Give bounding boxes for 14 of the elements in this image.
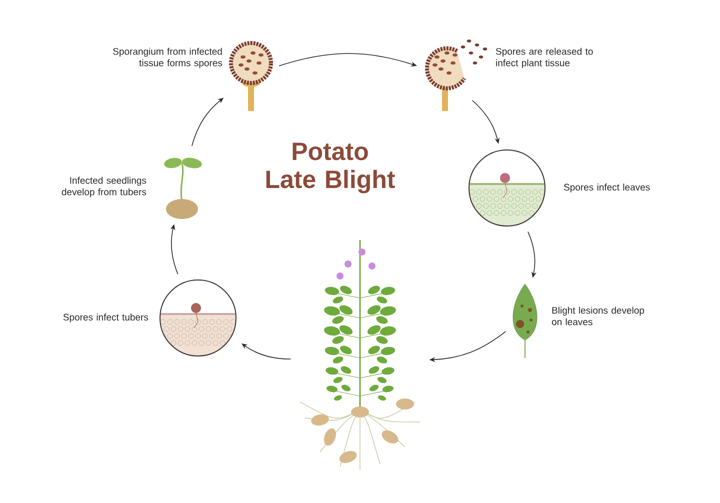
tuber-tissue-drawing	[160, 279, 236, 356]
leaf-drawing	[512, 284, 538, 358]
stage-label: Spores are released to infect plant tissue	[496, 48, 593, 68]
stage-label: Sporangium from infected tissue forms spores	[113, 48, 222, 68]
sporangium-drawing	[229, 41, 273, 111]
sporangium-drawing	[425, 40, 488, 111]
title: Potato Late Blight	[266, 142, 395, 194]
leaf-tissue-drawing	[468, 150, 546, 226]
stage-label: Blight lesions develop on leaves	[552, 306, 644, 326]
seedling-drawing	[164, 158, 202, 219]
potato-plant-drawing	[300, 240, 420, 470]
stage-label: Infected seedlings develop from tubers	[62, 176, 146, 198]
stage-label: Spores infect leaves	[564, 184, 650, 192]
stage-label: Spores infect tubers	[63, 314, 148, 322]
